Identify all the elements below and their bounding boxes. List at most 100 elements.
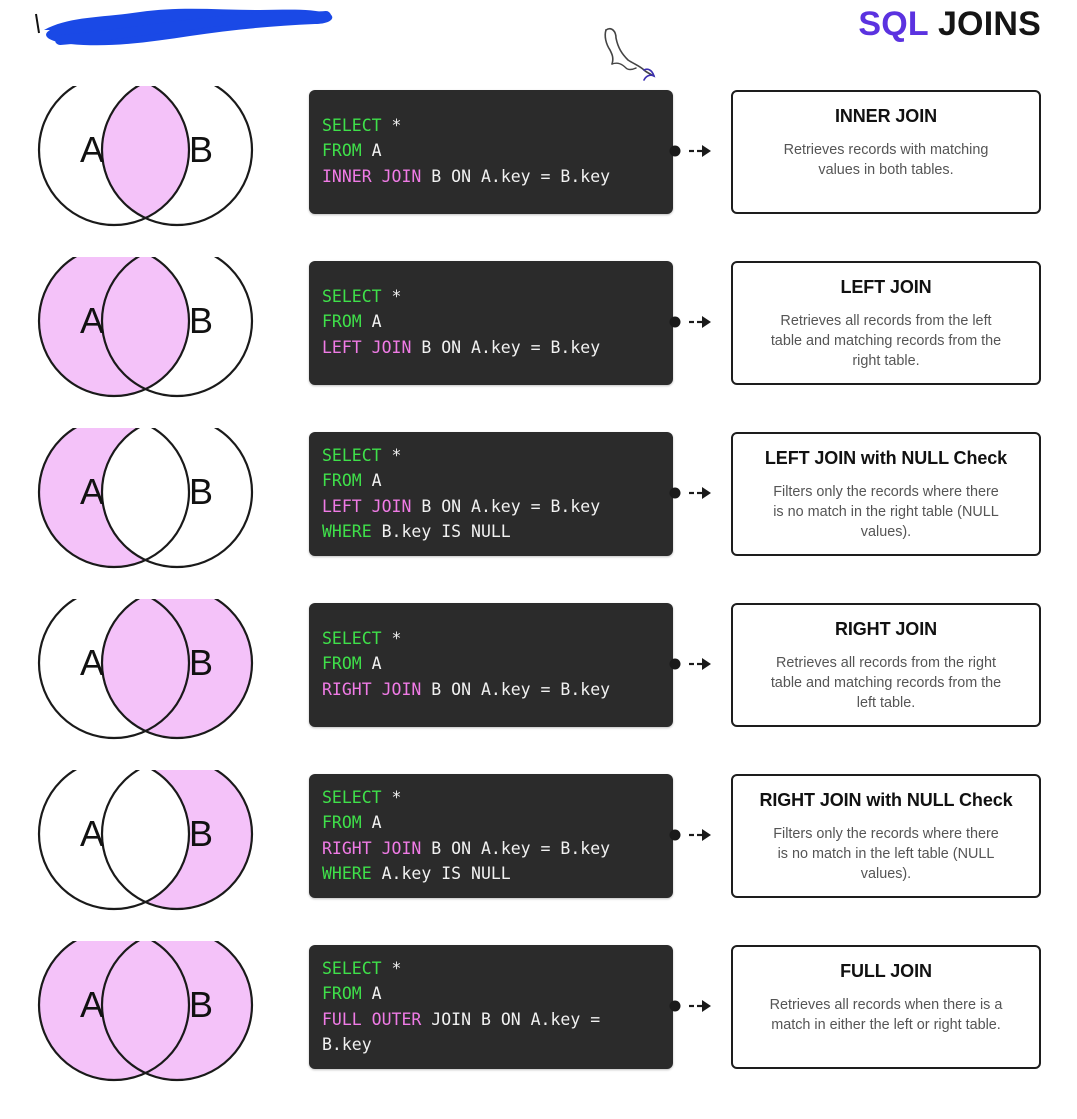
sql-keyword: RIGHT JOIN — [322, 838, 422, 858]
sql-keyword: SELECT — [322, 446, 382, 465]
sql-keyword: FROM — [322, 141, 362, 161]
sql-code-block: SELECT *FROM A LEFT JOIN B ON A.key = B.k… — [309, 432, 673, 556]
venn-circle-b — [100, 770, 254, 911]
sql-text: B.key — [322, 1034, 372, 1054]
venn-circle-b — [100, 257, 254, 398]
title-joins: JOINS — [937, 5, 1041, 43]
sql-text: B ON A.key = B.key — [421, 166, 611, 186]
arrow-right-icon — [669, 487, 711, 499]
venn-label-b: B — [189, 300, 213, 341]
venn-circle-b — [100, 428, 254, 569]
join-description: Retrieves records with matching values i… — [783, 142, 989, 178]
sql-text: A — [361, 654, 382, 674]
join-heading: RIGHT JOIN with NULL Check — [759, 790, 1013, 810]
sql-text: * — [381, 788, 402, 807]
code-line: FROM A — [322, 651, 673, 676]
sql-keyword: WHERE — [322, 863, 372, 883]
sql-keyword: LEFT JOIN — [322, 496, 412, 516]
join-heading: RIGHT JOIN — [834, 619, 937, 639]
sql-keyword: RIGHT JOIN — [322, 679, 422, 699]
code-line: SELECT * — [322, 284, 673, 309]
sql-text: A — [361, 813, 382, 833]
sql-keyword: FROM — [322, 654, 362, 674]
code-line: SELECT * — [322, 626, 673, 651]
code-line: RIGHT JOIN B ON A.key = B.key — [322, 836, 673, 861]
code-line: B.key — [322, 1032, 673, 1057]
code-line: FROM A — [322, 810, 673, 835]
venn-label-a: A — [80, 471, 104, 512]
sql-keyword: FULL OUTER — [322, 1009, 422, 1029]
sql-text: A — [361, 984, 382, 1004]
sql-keyword: LEFT JOIN — [322, 337, 412, 357]
venn-label-a: A — [80, 129, 104, 170]
venn-label-b: B — [189, 642, 213, 683]
join-description: Retrieves all records when there is a ma… — [769, 997, 1003, 1033]
page-title: SQL JOINS — [858, 4, 1041, 44]
join-info-box: FULL JOIN Retrieves all records when ther… — [731, 945, 1041, 1069]
venn-label-b: B — [189, 984, 213, 1025]
venn-label-a: A — [80, 813, 104, 854]
sql-text: B ON A.key = B.key — [411, 496, 601, 516]
venn-region-overlap — [102, 599, 189, 738]
sql-text: * — [381, 629, 402, 648]
code-line: FROM A — [322, 309, 673, 334]
code-line: LEFT JOIN B ON A.key = B.key — [322, 335, 673, 360]
code-line: SELECT * — [322, 113, 673, 138]
venn-region-overlap — [102, 941, 189, 1080]
venn-circle-a — [37, 770, 191, 911]
join-description: Filters only the records where there is … — [773, 826, 999, 882]
sql-text: B ON A.key = B.key — [421, 679, 611, 699]
join-description: Retrieves all records from the left tabl… — [770, 313, 1002, 369]
venn-region-overlap — [102, 257, 189, 396]
venn-circle-a — [37, 599, 191, 740]
sql-text: A — [361, 471, 382, 491]
venn-label-b: B — [189, 129, 213, 170]
sql-text: B ON A.key = B.key — [411, 337, 601, 357]
sql-text: * — [381, 287, 402, 306]
sql-text: A — [361, 141, 382, 161]
code-line: SELECT * — [322, 443, 673, 468]
sql-keyword: FROM — [322, 312, 362, 332]
mysql-dolphin-icon — [604, 27, 656, 81]
sql-keyword: SELECT — [322, 788, 382, 807]
title-sql: SQL — [858, 5, 929, 43]
sql-keyword: SELECT — [322, 116, 382, 135]
venn-circle-a — [37, 428, 191, 569]
sql-keyword: SELECT — [322, 629, 382, 648]
redaction-scribble — [35, 8, 333, 46]
code-line: FROM A — [322, 468, 673, 493]
code-line: FROM A — [322, 981, 673, 1006]
venn-region-b-only — [102, 770, 252, 909]
join-description: Filters only the records where there is … — [773, 484, 999, 540]
sql-keyword: FROM — [322, 984, 362, 1004]
arrow-right-icon — [669, 316, 711, 328]
venn-circle-b — [100, 599, 254, 740]
arrow-right-icon — [669, 145, 711, 157]
sql-text: * — [381, 959, 402, 978]
code-line: FROM A — [322, 138, 673, 163]
sql-text: A.key IS NULL — [371, 863, 511, 883]
sql-text: * — [381, 116, 402, 135]
venn-circle-a — [37, 257, 191, 398]
sql-keyword: WHERE — [322, 521, 372, 541]
sql-text: B ON A.key = B.key — [421, 838, 611, 858]
sql-text: JOIN B ON A.key = — [421, 1009, 601, 1029]
join-heading: FULL JOIN — [840, 961, 932, 981]
venn-circle-a — [37, 86, 191, 227]
sql-keyword: INNER JOIN — [322, 166, 422, 186]
